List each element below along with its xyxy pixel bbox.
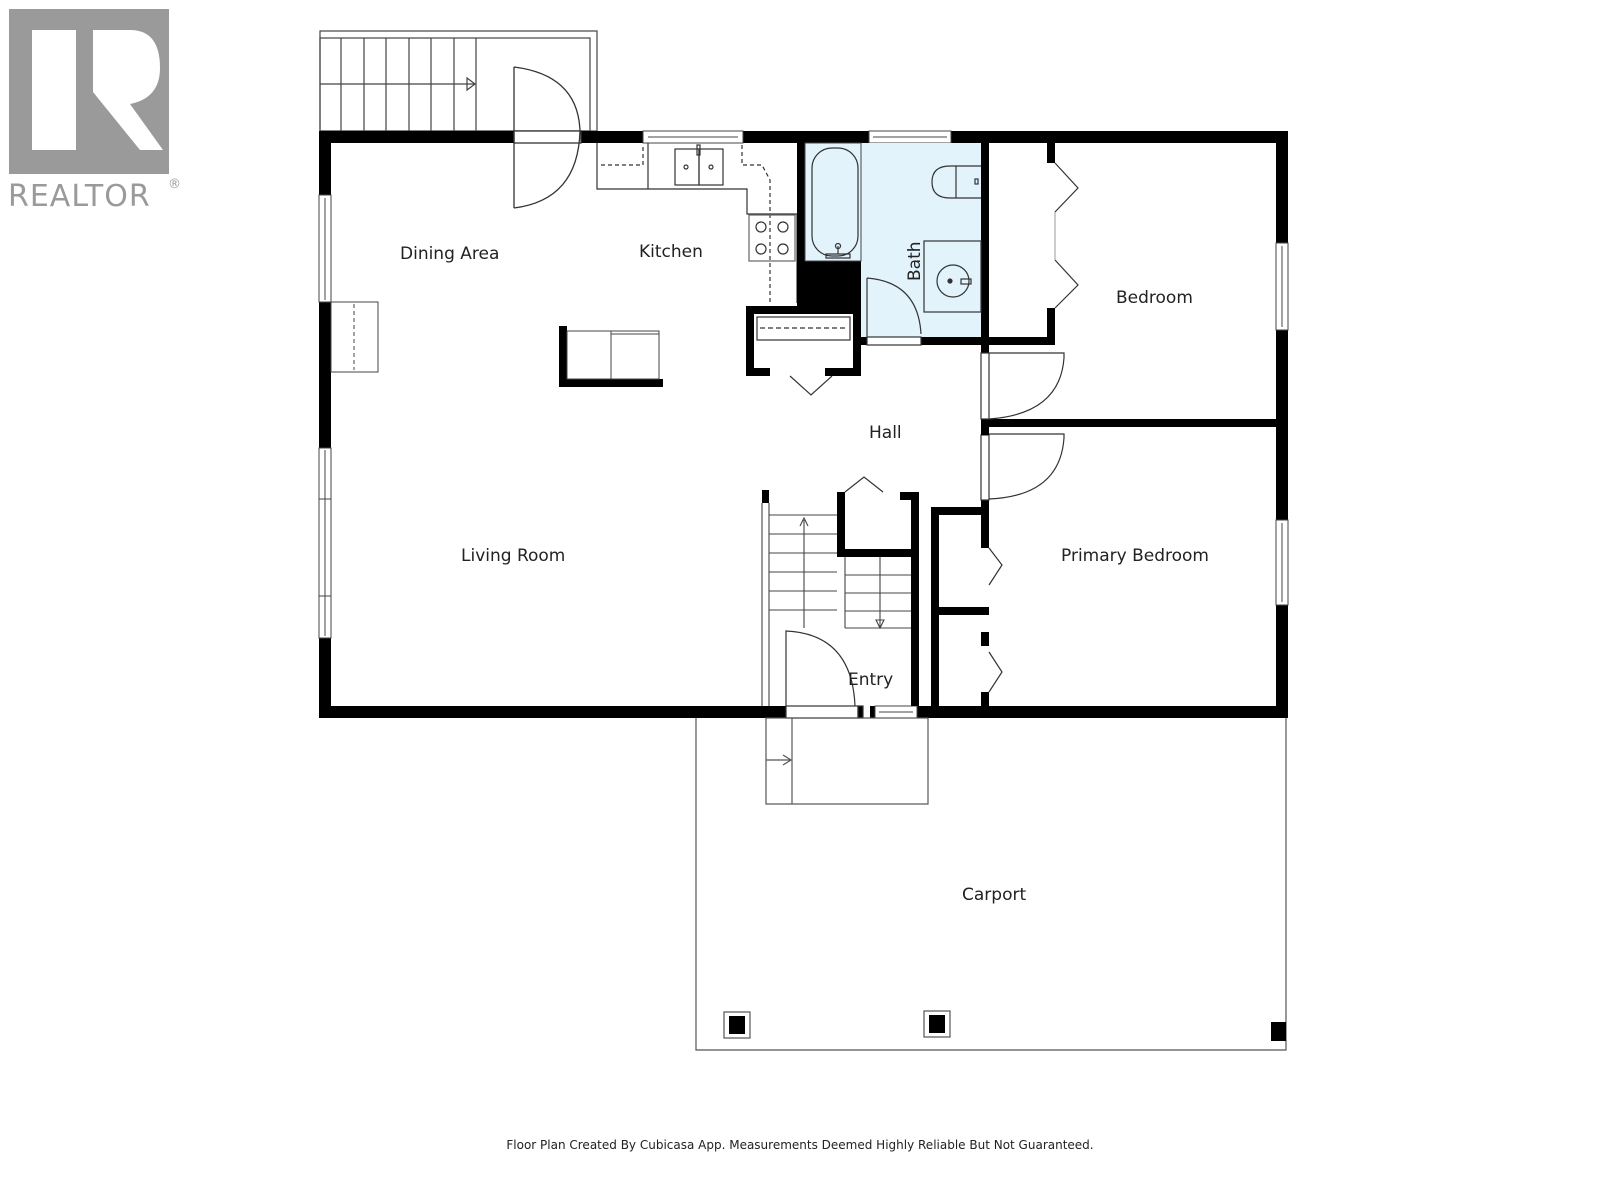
exterior-walls — [319, 131, 1288, 718]
bedroom-door[interactable] — [980, 352, 1065, 420]
realtor-logo: REALTOR ® — [8, 9, 181, 214]
front-steps — [765, 717, 929, 805]
kitchen-counters — [596, 143, 798, 303]
bedroom-closet — [1054, 162, 1079, 309]
interior-walls — [746, 143, 1276, 706]
kitchen-island — [559, 326, 663, 387]
room-label-dining-area: Dining Area — [400, 244, 499, 264]
entry-door[interactable] — [785, 630, 864, 719]
room-label-bedroom: Bedroom — [1116, 288, 1193, 308]
room-label-hall: Hall — [869, 423, 902, 443]
room-label-carport: Carport — [962, 885, 1026, 905]
interior-stairs — [761, 503, 911, 706]
back-door[interactable] — [513, 66, 582, 209]
room-label-living-room: Living Room — [461, 546, 565, 566]
footer-disclaimer: Floor Plan Created By Cubicasa App. Meas… — [506, 1138, 1094, 1152]
windows — [318, 130, 1289, 719]
carport-posts — [723, 1010, 1286, 1041]
room-label-kitchen: Kitchen — [639, 242, 703, 262]
registered-mark: ® — [168, 177, 181, 192]
primary-closets — [988, 547, 1003, 693]
hall-closet — [844, 476, 884, 493]
carport-outline — [695, 718, 1287, 1051]
primary-bedroom-door[interactable] — [980, 427, 1065, 501]
realtor-logo-text: REALTOR — [8, 179, 151, 214]
hearth — [330, 301, 379, 373]
room-label-primary-bedroom: Primary Bedroom — [1061, 546, 1209, 566]
room-label-bath: Bath — [905, 241, 925, 281]
room-label-entry: Entry — [848, 670, 893, 690]
bathroom — [804, 142, 982, 346]
kitchen-closet — [756, 316, 851, 396]
